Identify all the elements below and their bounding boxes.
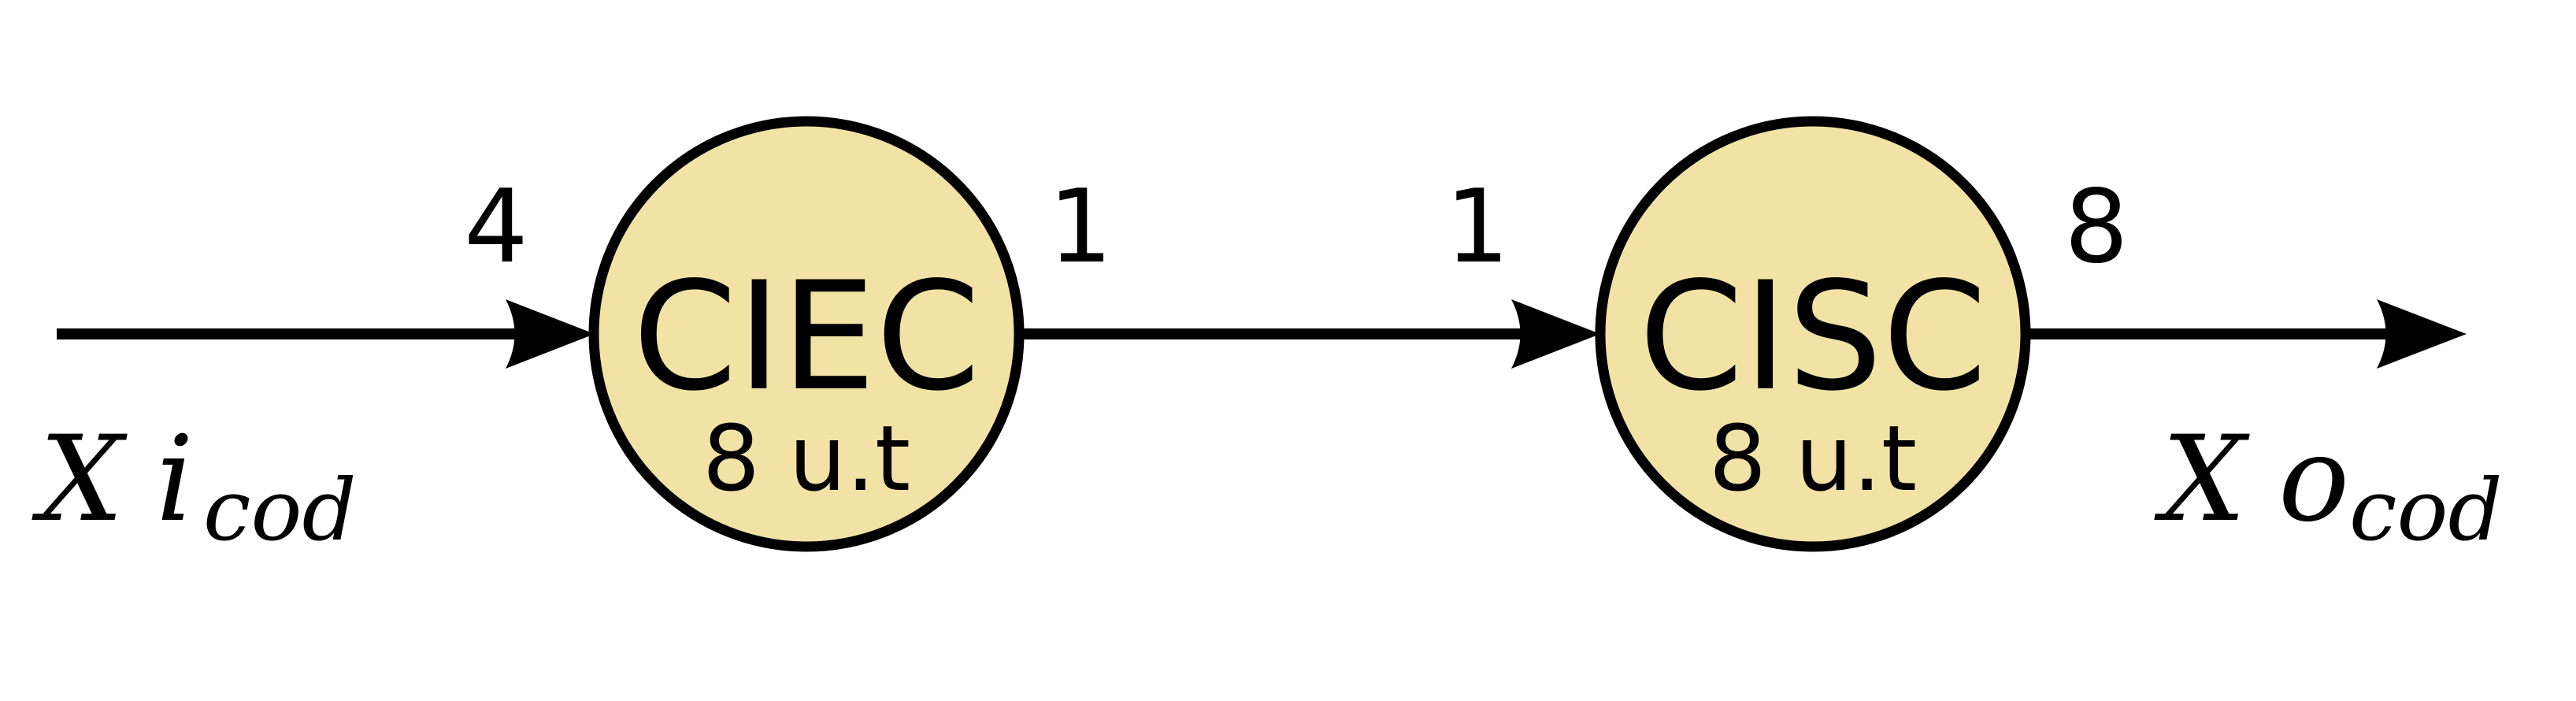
output-label-sub2: cod — [2349, 462, 2503, 560]
input-label-main: X — [32, 411, 128, 548]
input-edge — [57, 299, 595, 369]
rate-label-cisc-output: 8 — [2064, 169, 2128, 286]
node-cisc-time: 8 u.t — [1709, 406, 1917, 512]
rate-label-input: 4 — [464, 169, 528, 286]
output-label-main: X — [2154, 411, 2250, 548]
input-label-sub1: i — [156, 411, 194, 548]
output-label-sub1: o — [2278, 411, 2349, 548]
node-ciec-circle — [588, 116, 1025, 552]
node-ciec-name: CIEC — [632, 250, 980, 424]
rate-label-cisc-input: 1 — [1445, 169, 1509, 286]
arrowhead-icon — [1511, 299, 1600, 369]
ciec-to-cisc-edge — [1021, 299, 1600, 369]
node-cisc-circle — [1595, 116, 2031, 552]
input-label-sub2: cod — [203, 462, 357, 560]
input-stream-label: X i cod — [32, 411, 357, 560]
rate-label-ciec-output: 1 — [1048, 169, 1112, 286]
node-cisc-name: CISC — [1639, 250, 1987, 424]
node-cisc: CISC 8 u.t — [1595, 116, 2031, 552]
node-ciec: CIEC 8 u.t — [588, 116, 1025, 552]
arrowhead-icon — [506, 299, 595, 369]
output-edge — [2027, 299, 2467, 369]
output-stream-label: X o cod — [2154, 411, 2503, 560]
arrowhead-icon — [2377, 299, 2467, 369]
node-ciec-time: 8 u.t — [702, 406, 910, 512]
